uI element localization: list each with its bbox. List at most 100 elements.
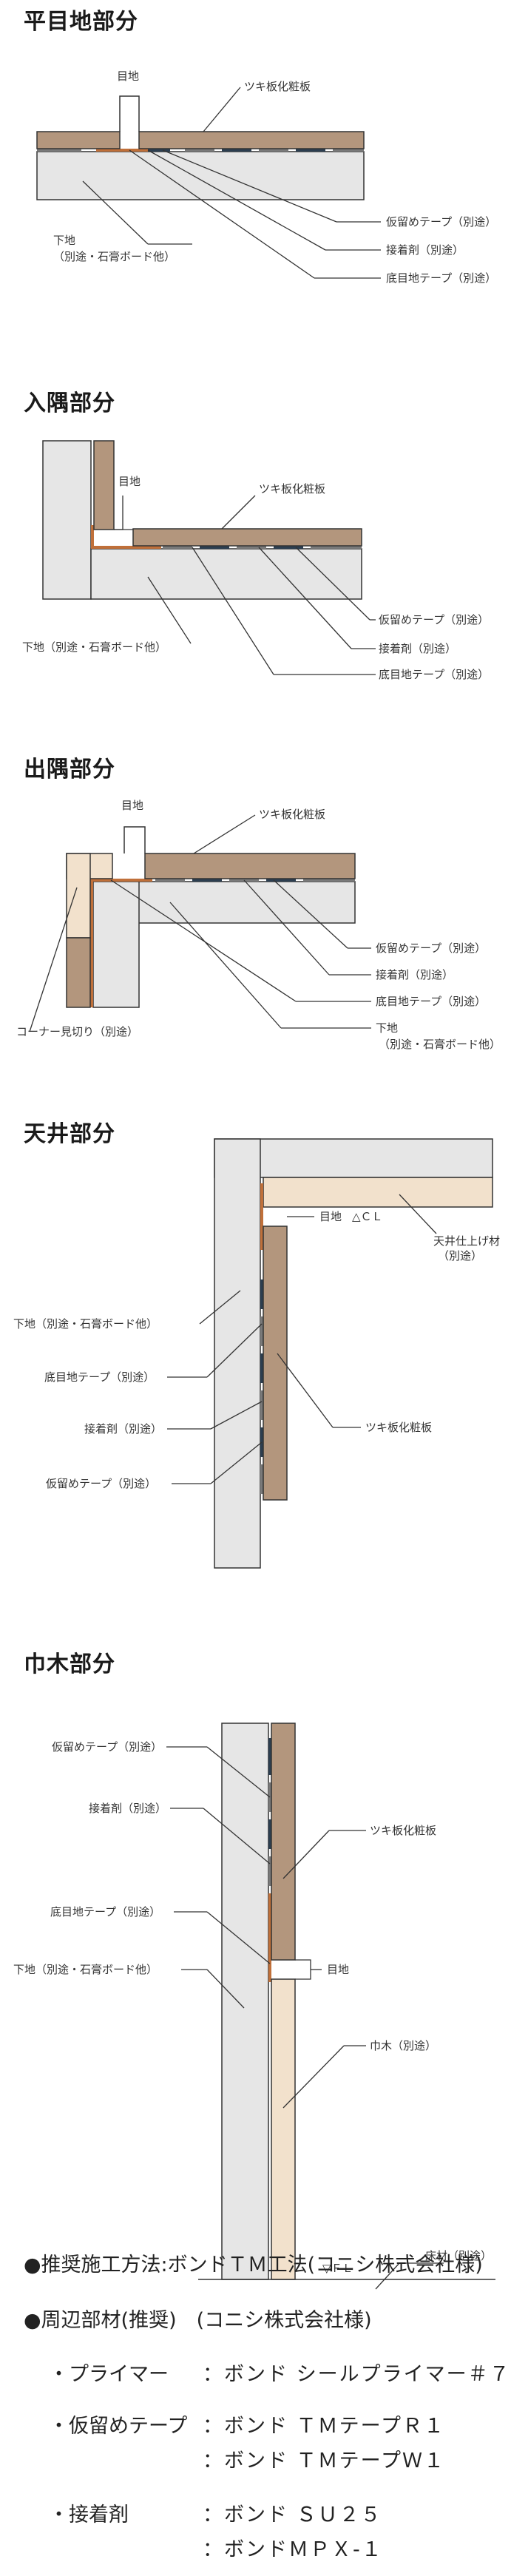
wall-board — [42, 440, 92, 600]
inside-corner-diagram: 目地 ツキ板化粧板 仮留めテープ（別途） 接着剤（別途） 底目地テープ（別途） … — [22, 440, 489, 681]
label-base: 下地（別途・石膏ボード他） — [13, 1963, 158, 1976]
adhesive — [260, 1390, 263, 1420]
leader-ceiling-finish — [399, 1194, 437, 1234]
section-ceiling: 天井部分 目地 △ＣＬ 天井仕上げ材 （別途） 下地（別途・石膏ボード他） 底目… — [0, 1109, 504, 1575]
base-tape — [91, 546, 161, 549]
material-label: ・接着剤 — [49, 2504, 129, 2526]
leader-base-tape — [192, 547, 274, 675]
material-label: ・仮留めテープ — [49, 2415, 188, 2438]
base-tape — [90, 879, 93, 1007]
base-tape — [91, 525, 94, 549]
temp-tape — [296, 149, 325, 152]
label-base-sub: （別途・石膏ボード他） — [379, 1038, 501, 1051]
material-value: ：ボンド ＳＵ２５ — [203, 2504, 382, 2526]
label-joint: 目地 — [121, 799, 143, 812]
skirting-board — [271, 1978, 296, 2280]
section-outside-corner: 出隅部分 目地 ツキ板化粧板 仮留めテープ（別途） 接着剤（別途） — [0, 695, 504, 1109]
leader-adhesive — [243, 879, 330, 976]
label-ceiling-finish: 天井仕上げ材 — [433, 1234, 500, 1248]
leader-base-tape — [206, 1323, 263, 1378]
leader-temp-tape — [273, 879, 348, 949]
section-title: 入隅部分 — [24, 391, 115, 416]
label-temp-tape: 仮留めテープ（別途） — [379, 613, 489, 626]
materials-heading: ●周辺部材(推奨) (コニシ株式会社様) — [24, 2309, 372, 2332]
material-value: ：ボンド シールプライマー＃７ — [203, 2363, 511, 2386]
leader-veneer — [203, 87, 241, 132]
leader-temp-tape — [295, 547, 370, 621]
label-fl: ▽ＦＬ — [322, 2262, 353, 2275]
label-temp-tape: 仮留めテープ（別途） — [46, 1477, 156, 1490]
leader-adhesive — [258, 547, 352, 649]
material-label: ・プライマー — [49, 2363, 169, 2386]
base-tape — [96, 149, 166, 152]
label-base: 下地 — [53, 234, 75, 247]
section-skirting: 巾木部分 目地 ツキ板化粧板 巾木（別途） ▽ＦＬ 床材（別途） — [0, 1575, 504, 2290]
adhesive — [333, 149, 364, 152]
material-value: ：ボンドＭＰＸ-１ — [203, 2538, 383, 2561]
joint-marker — [119, 95, 140, 132]
corner-trim-side — [66, 853, 91, 939]
label-adhesive: 接着剤（別途） — [84, 1422, 162, 1436]
veneer-panel-horizontal — [132, 528, 362, 547]
adhesive — [268, 1856, 271, 1886]
leader-base — [82, 180, 149, 245]
temp-tape — [274, 546, 303, 549]
material-value: ：ボンド ＴＭテープＲ１ — [203, 2415, 445, 2438]
base-tape — [268, 1893, 271, 1982]
flat-joint-diagram: 目地 ツキ板化粧板 仮留めテープ（別途） 接着剤（別途） 底目地テープ（別途） … — [36, 70, 496, 285]
leader-temp-tape — [210, 1441, 263, 1484]
leader-floor — [375, 2262, 400, 2290]
material-row: ・接着剤 ：ボンド ＳＵ２５ — [24, 2498, 490, 2528]
leader-adhesive — [147, 149, 326, 251]
label-base: 下地 — [376, 1021, 398, 1035]
adhesive — [237, 546, 266, 549]
temp-tape — [148, 149, 170, 152]
section-title: 出隅部分 — [24, 757, 115, 782]
base-tape — [260, 1183, 263, 1250]
ceiling-finish — [263, 1177, 493, 1208]
veneer-panel-vertical — [93, 440, 115, 530]
label-base-tape: 底目地テープ（別途） — [44, 1370, 155, 1384]
section-flat-joint: 平目地部分 目地 ツキ板化粧板 仮留めテープ（別途） 接着剤（別途） 底目地テー… — [0, 0, 504, 348]
leader-base-tape — [129, 149, 315, 279]
label-veneer: ツキ板化粧板 — [244, 80, 311, 93]
leader-corner-trim — [29, 887, 78, 1032]
temp-tape — [222, 149, 251, 152]
label-joint: 目地 — [319, 1210, 342, 1223]
leader-veneer — [221, 495, 256, 530]
adhesive — [260, 1464, 263, 1494]
veneer-panel-left — [36, 131, 121, 149]
leader-base-tape — [110, 879, 297, 1002]
material-row: ・プライマー ：ボンド シールプライマー＃７ — [24, 2358, 510, 2387]
label-joint: 目地 — [327, 1963, 349, 1976]
joint-marker — [123, 826, 146, 853]
label-temp-tape: 仮留めテープ（別途） — [376, 942, 486, 955]
ceiling-diagram: 目地 △ＣＬ 天井仕上げ材 （別途） 下地（別途・石膏ボード他） 底目地テープ（… — [13, 1138, 500, 1569]
adhesive — [311, 546, 362, 549]
temp-tape — [260, 1353, 263, 1383]
temp-tape — [192, 879, 222, 882]
material-row: ・仮留めテープ ：ボンド ＴＭテープＲ１ — [24, 2410, 490, 2439]
temp-tape — [266, 879, 296, 882]
label-corner-trim: コーナー見切り（別途） — [16, 1025, 138, 1038]
base-tape — [93, 879, 152, 882]
label-base-tape: 底目地テープ（別途） — [386, 271, 496, 285]
adhesive — [259, 149, 288, 152]
label-skirting: 巾木（別途） — [370, 2039, 436, 2052]
material-row: ：ボンド ＴＭテープＷ１ — [24, 2444, 490, 2474]
section-title: 平目地部分 — [24, 9, 138, 35]
label-floor: 床材（別途） — [425, 2249, 492, 2262]
leader-skirting — [282, 2045, 345, 2109]
leader-base — [169, 902, 282, 1029]
adhesive — [155, 879, 185, 882]
section-title: 巾木部分 — [24, 1652, 115, 1677]
temp-tape — [200, 546, 229, 549]
material-row: ：ボンドＭＰＸ-１ — [24, 2533, 490, 2563]
veneer-panel-right — [138, 131, 365, 149]
label-temp-tape: 仮留めテープ（別途） — [386, 215, 496, 229]
label-base-tape: 底目地テープ（別途） — [379, 668, 489, 681]
adhesive — [163, 546, 192, 549]
wall-board — [214, 1138, 261, 1569]
base-board — [36, 151, 365, 200]
leader-veneer — [193, 814, 256, 854]
